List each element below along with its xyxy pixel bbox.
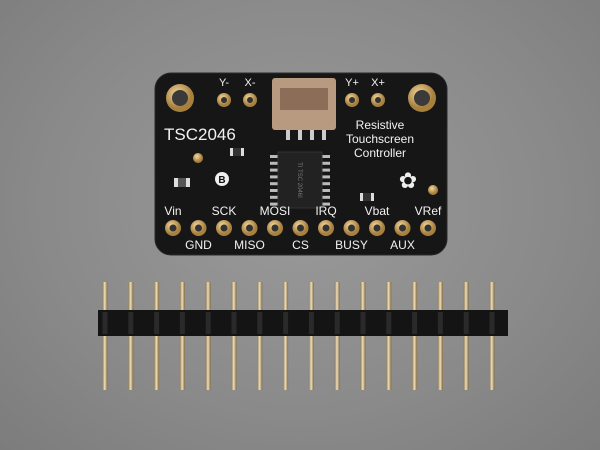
svg-text:TI TSC 2046I: TI TSC 2046I xyxy=(296,162,302,198)
header-plastic xyxy=(98,310,508,336)
pin-label: Vbat xyxy=(365,204,390,218)
svg-text:Touchscreen: Touchscreen xyxy=(346,132,414,146)
badge-icon xyxy=(215,172,229,186)
svg-text:Resistive: Resistive xyxy=(356,118,405,132)
pin-label: BUSY xyxy=(335,238,368,252)
pin-label: IRQ xyxy=(315,204,336,218)
tsc2046-chip: TI TSC 2046I xyxy=(270,151,330,209)
pin-label: Vin xyxy=(164,204,181,218)
pad-label: X- xyxy=(245,77,256,89)
svg-text:B: B xyxy=(218,175,225,186)
pad-label: Y- xyxy=(219,77,229,89)
svg-text:Controller: Controller xyxy=(354,146,406,160)
pin-label: MOSI xyxy=(260,204,291,218)
pad-label: Y+ xyxy=(345,77,359,89)
pin-label: GND xyxy=(185,238,212,252)
pin-label: CS xyxy=(292,238,309,252)
pin-label: MISO xyxy=(234,238,265,252)
pin-label: SCK xyxy=(212,204,237,218)
breakout-board: Y- X- Y+ X+ TI TSC 2046I B ✿ TSC2046 Resist… xyxy=(154,72,448,256)
jst-connector xyxy=(272,78,336,140)
star-logo-icon: ✿ xyxy=(399,168,417,193)
pin-header xyxy=(98,282,508,390)
board-title: TSC2046 xyxy=(164,125,236,144)
pin-label: VRef xyxy=(415,204,442,218)
pin-label: AUX xyxy=(390,238,415,252)
pad-label: X+ xyxy=(371,77,385,89)
